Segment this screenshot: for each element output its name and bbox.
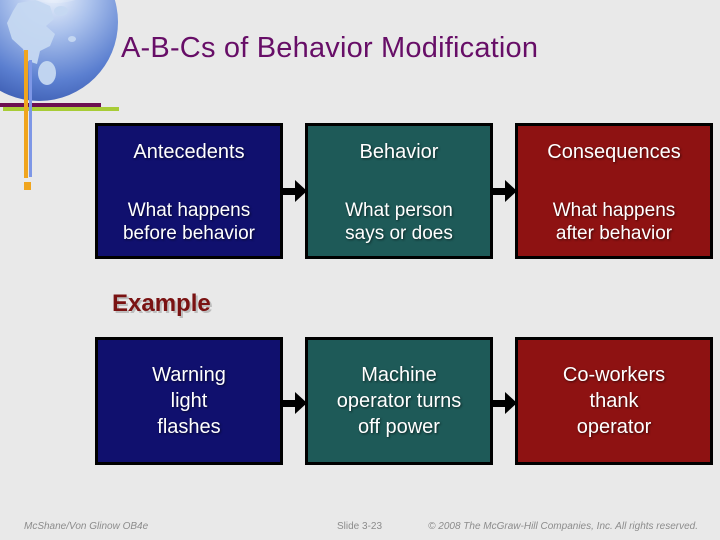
box-heading: Antecedents [133, 141, 245, 163]
arrow-icon [491, 180, 517, 202]
footer-credit: McShane/Von Glinow OB4e [24, 521, 149, 532]
box-body: Warning light flashes [152, 364, 226, 438]
slide-title: A-B-Cs of Behavior Modification [121, 32, 539, 64]
box-body: Co-workers thank operator [562, 364, 666, 438]
footer-copyright: © 2008 The McGraw-Hill Companies, Inc. A… [428, 521, 698, 532]
example-box-antecedent: Warning light flashes [95, 337, 283, 465]
accent-line-purple [0, 103, 101, 107]
example-box-consequence: Co-workers thank operator [515, 337, 713, 465]
box-body: What happens before behavior [122, 199, 256, 244]
example-box-behavior: Machine operator turns off power [305, 337, 493, 465]
box-heading: Consequences [547, 141, 681, 163]
box-body: What person says or does [345, 199, 453, 244]
box-heading: Behavior [359, 141, 439, 163]
footer-slide-number: Slide 3-23 [337, 521, 383, 532]
box-body: What happens after behavior [552, 199, 676, 244]
abc-box-behavior: Behavior What person says or does [305, 123, 493, 259]
abc-box-antecedents: Antecedents What happens before behavior [95, 123, 283, 259]
abc-box-consequences: Consequences What happens after behavior [515, 123, 713, 259]
box-body: Machine operator turns off power [336, 364, 462, 438]
arrow-icon [491, 392, 517, 414]
example-heading: Example [112, 290, 211, 317]
accent-line-blue [29, 60, 32, 177]
arrow-icon [281, 180, 307, 202]
arrow-icon [281, 392, 307, 414]
accent-line-orange [24, 50, 28, 178]
accent-line-green [3, 107, 119, 111]
accent-line-orange-tip [24, 182, 31, 190]
globe-icon [0, 0, 118, 101]
